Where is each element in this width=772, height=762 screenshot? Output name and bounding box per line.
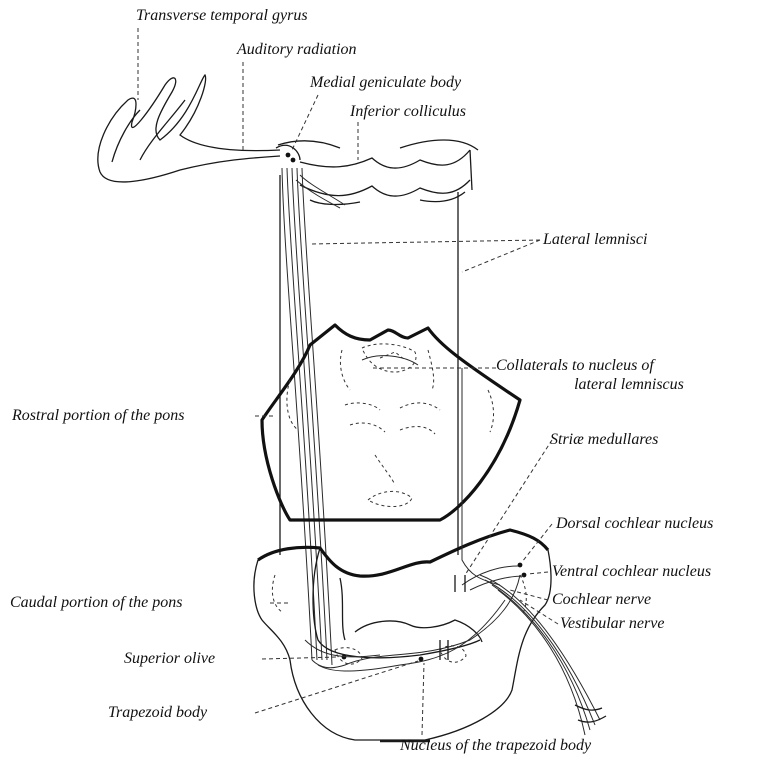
label-superior-olive: Superior olive [124,650,215,668]
label-transverse-temporal-gyrus: Transverse temporal gyrus [136,7,308,25]
right-lemniscus [462,368,500,585]
brainstem-column [280,175,458,555]
label-trapezoid-body: Trapezoid body [108,704,207,722]
label-medial-geniculate-body: Medial geniculate body [310,74,461,92]
label-caudal-portion-pons: Caudal portion of the pons [10,594,182,612]
label-collaterals-line2: lateral lemniscus [546,376,712,394]
dorsal-cochlear-neuron [518,563,523,568]
label-lateral-lemnisci: Lateral lemnisci [543,231,647,249]
rostral-pons-section [262,325,520,520]
caudal-pons-section [254,530,551,741]
label-vestibular-nerve: Vestibular nerve [560,615,664,633]
label-auditory-radiation: Auditory radiation [237,41,357,59]
geniculate-neuron-dot [286,153,291,158]
transverse-temporal-gyrus-shape [98,75,280,182]
label-collaterals-line1: Collaterals to nucleus of [496,357,654,375]
geniculate-neuron-dot [291,158,296,163]
label-striae-medullares: Striæ medullares [550,431,658,449]
label-ventral-cochlear-nucleus: Ventral cochlear nucleus [552,563,711,581]
midbrain-top-shape [276,140,478,204]
label-dorsal-cochlear-nucleus: Dorsal cochlear nucleus [556,515,713,533]
collateral-fibers [362,356,418,365]
label-inferior-colliculus: Inferior colliculus [350,103,466,121]
label-rostral-portion-pons: Rostral portion of the pons [12,407,184,425]
label-cochlear-nerve: Cochlear nerve [552,591,651,609]
label-nucleus-trapezoid-body: Nucleus of the trapezoid body [400,737,591,755]
ventral-cochlear-neuron [522,573,527,578]
